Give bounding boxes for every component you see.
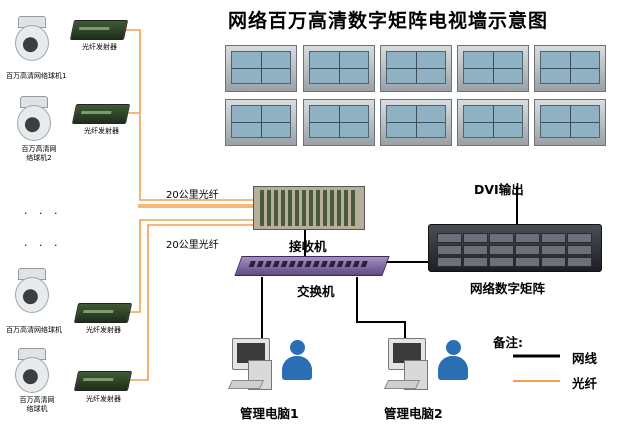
receiver-label: 接收机: [289, 239, 327, 254]
video-wall-screen: [380, 99, 452, 146]
pc-label: 管理电脑1: [240, 406, 299, 421]
video-wall-screen: [225, 45, 297, 92]
camera-label: 百万高清网络球机: [6, 326, 62, 334]
video-wall-screen: [303, 99, 375, 146]
video-wall-screen: [534, 45, 606, 92]
legend-lines: [513, 354, 560, 382]
dome-camera-icon: [14, 268, 49, 314]
legend-title: 备注:: [493, 335, 523, 350]
dome-camera-icon: [16, 96, 51, 142]
receiver-chassis-icon: [253, 186, 365, 230]
transmitter-label: 光纤发射器: [86, 326, 121, 334]
ellipsis-upper: . . .: [24, 204, 62, 217]
pc-label: 管理电脑2: [384, 406, 443, 421]
video-wall-screen: [457, 45, 529, 92]
network-switch-icon: [234, 256, 390, 276]
video-wall-screen: [303, 45, 375, 92]
fiber-transmitter-icon: [73, 303, 133, 323]
fiber-transmitter-icon: [69, 20, 129, 40]
transmitter-label: 光纤发射器: [84, 127, 119, 135]
transmitter-label: 光纤发射器: [86, 395, 121, 403]
diagram-title: 网络百万高清数字矩阵电视墙示意图: [228, 10, 549, 32]
dome-camera-icon: [14, 348, 49, 394]
user-icon: [438, 340, 468, 384]
management-pc-2: [383, 338, 476, 390]
dome-camera-icon: [14, 16, 49, 62]
matrix-label: 网络数字矩阵: [470, 281, 546, 296]
video-wall-screen: [225, 99, 297, 146]
switch-label: 交换机: [297, 284, 335, 299]
matrix-server-icon: [428, 224, 602, 272]
legend-item-fiber: 光纤: [572, 376, 598, 391]
video-wall-screen: [380, 45, 452, 92]
management-pc-1: [227, 338, 320, 390]
transmitter-label: 光纤发射器: [82, 43, 117, 51]
ellipsis-lower: . . .: [24, 236, 62, 249]
legend-item-network-cable: 网线: [572, 351, 598, 366]
camera-label: 百万高清网络球机: [19, 396, 55, 413]
video-wall-screen: [457, 99, 529, 146]
fiber-transmitter-icon: [73, 371, 133, 391]
camera-label: 百万高清网络球机1: [6, 72, 67, 80]
fiber-transmitter-icon: [71, 104, 131, 124]
video-wall-screen: [534, 99, 606, 146]
fiber-distance-label: 20公里光纤: [166, 190, 219, 201]
fiber-distance-label: 20公里光纤: [166, 240, 219, 251]
user-icon: [282, 340, 312, 384]
camera-label: 百万高清网络球机2: [21, 145, 57, 162]
dvi-output-label: DVI输出: [474, 182, 524, 197]
